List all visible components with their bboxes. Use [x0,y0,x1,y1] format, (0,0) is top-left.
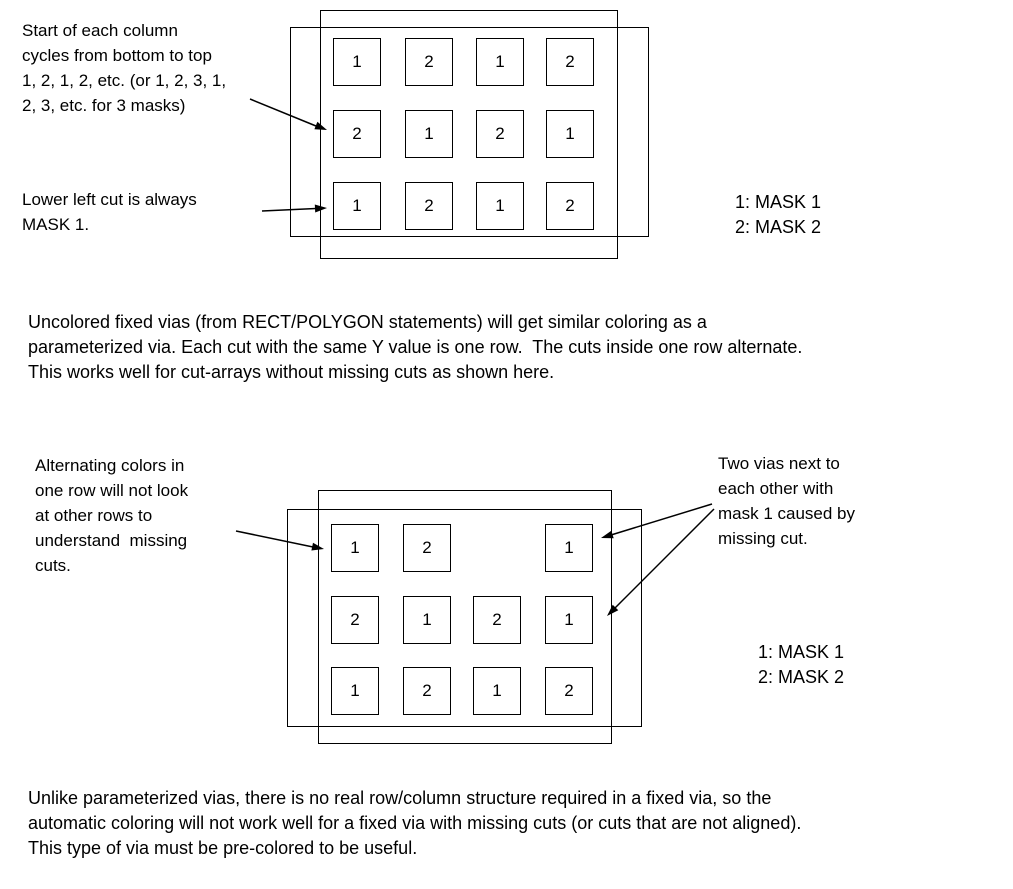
via-cut: 2 [546,182,594,230]
mask-legend-line: 1: MASK 1 [735,192,822,212]
via-outline-tall-bottom [318,490,612,744]
via-cut: 1 [546,110,594,158]
via-cut: 1 [403,596,451,644]
paragraph-fixed-via: Unlike parameterized vias, there is no r… [28,788,802,858]
via-outline-tall-top [320,10,618,259]
mask-legend-top: 1: MASK 1 2: MASK 2 [735,190,821,240]
annotation-lower-left: Lower left cut is always MASK 1. [22,190,197,234]
via-cut: 1 [333,182,381,230]
paragraph-uncolored-vias: Uncolored fixed vias (from RECT/POLYGON … [28,312,803,382]
via-cut: 2 [331,596,379,644]
via-cut: 1 [476,38,524,86]
via-cut: 2 [545,667,593,715]
via-cut: 1 [333,38,381,86]
via-cut: 2 [403,667,451,715]
via-cut: 2 [405,38,453,86]
via-cut: 2 [546,38,594,86]
via-cut: 1 [545,524,593,572]
via-cut: 2 [333,110,381,158]
mask-legend-line: 2: MASK 2 [735,217,822,237]
via-cut: 1 [331,524,379,572]
via-cut: 1 [331,667,379,715]
via-cut: 2 [476,110,524,158]
via-cut: 1 [476,182,524,230]
via-outline-wide-top [290,27,649,237]
mask-legend-line: 2: MASK 2 [758,667,845,687]
via-cut: 2 [405,182,453,230]
annotation-alternating-colors: Alternating colors in one row will not l… [35,456,189,575]
via-cut: 1 [545,596,593,644]
via-cut: 1 [473,667,521,715]
annotation-column-cycle: Start of each column cycles from bottom … [22,21,227,115]
mask-legend-line: 1: MASK 1 [758,642,845,662]
annotation-two-vias: Two vias next to each other with mask 1 … [718,454,856,548]
via-cut: 2 [473,596,521,644]
via-cut: 1 [405,110,453,158]
via-cut: 2 [403,524,451,572]
via-outline-wide-bottom [287,509,642,727]
mask-legend-bottom: 1: MASK 1 2: MASK 2 [758,640,844,690]
